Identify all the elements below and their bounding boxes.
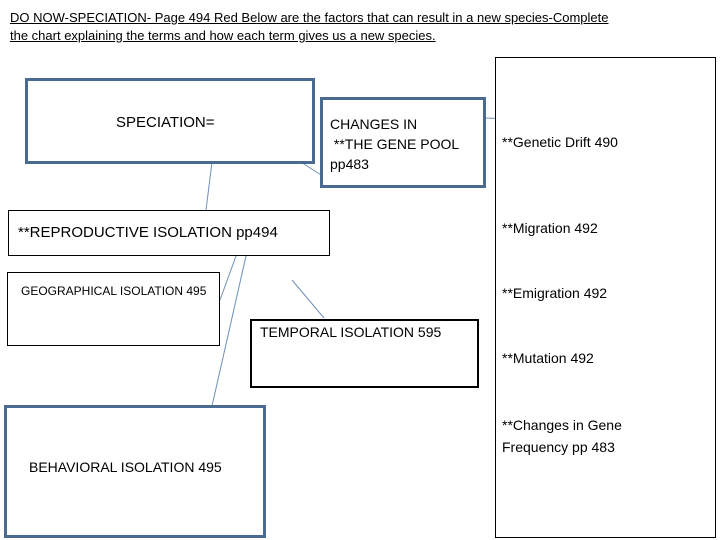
connector-reproductive-to-temporal: [291, 279, 325, 319]
factors-box: [495, 57, 716, 538]
speciation-box: [25, 78, 315, 164]
factor-changes-line-1: **Changes in Gene: [502, 417, 622, 433]
gene-pool-line-3: pp483: [330, 156, 369, 172]
gene-pool-line-2: **THE GENE POOL: [330, 136, 460, 152]
factor-emigration: **Emigration 492: [502, 285, 608, 301]
reproductive-isolation-box: [8, 210, 330, 256]
temporal-isolation-box: [250, 319, 479, 388]
gene-pool-box: [320, 97, 486, 188]
connector-reproductive-to-geographical: [219, 255, 237, 301]
gene-pool-label: CHANGES IN **THE GENE POOL pp483: [330, 114, 459, 174]
connector-speciation-to-reproductive: [205, 161, 213, 211]
geographical-isolation-label: GEOGRAPHICAL ISOLATION 495: [21, 284, 207, 298]
temporal-isolation-label: TEMPORAL ISOLATION 595: [260, 324, 442, 340]
connector-reproductive-to-behavioral: [211, 255, 247, 407]
gene-pool-line-1: CHANGES IN: [330, 116, 418, 132]
speciation-label: SPECIATION=: [116, 114, 215, 131]
geographical-isolation-box: [7, 272, 220, 346]
factor-changes-gene-frequency: **Changes in Gene Frequency pp 483: [502, 414, 622, 458]
instructions-line-1: DO NOW-SPECIATION- Page 494 Red Below ar…: [10, 10, 609, 25]
factor-genetic-drift: **Genetic Drift 490: [502, 134, 618, 150]
behavioral-isolation-box: [4, 405, 266, 538]
instructions-header: DO NOW-SPECIATION- Page 494 Red Below ar…: [10, 9, 710, 45]
factor-migration: **Migration 492: [502, 220, 598, 236]
factor-mutation: **Mutation 492: [502, 350, 594, 366]
behavioral-isolation-label: BEHAVIORAL ISOLATION 495: [29, 459, 222, 475]
instructions-line-2: the chart explaining the terms and how e…: [10, 28, 436, 43]
factor-changes-line-2: Frequency pp 483: [502, 439, 615, 455]
reproductive-isolation-label: **REPRODUCTIVE ISOLATION pp494: [18, 224, 278, 241]
